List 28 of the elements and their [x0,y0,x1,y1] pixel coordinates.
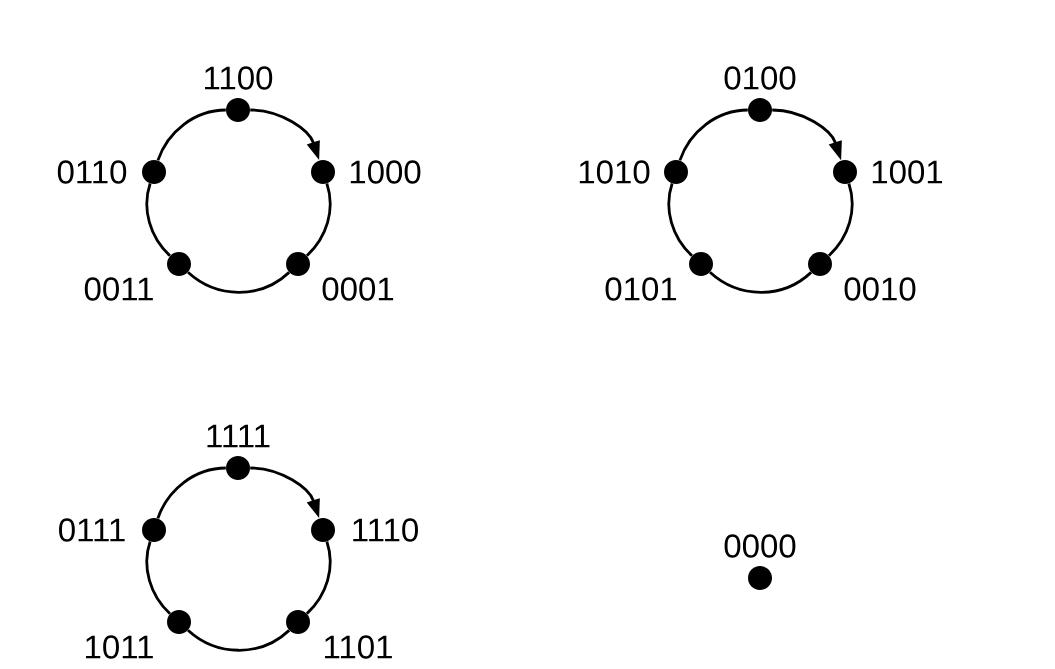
state-label: 0100 [724,66,796,90]
state-label: 1000 [350,160,421,184]
state-label: 0010 [844,277,916,301]
state-label: 1101 [325,635,392,659]
ring-arc [667,183,693,257]
ring-arc [145,541,171,615]
state-label: 0000 [724,534,796,558]
state-label: 1110 [353,518,418,542]
ring-arc [678,108,748,161]
state-label: 0110 [57,160,127,184]
ring-arc [305,541,332,615]
ring-arc [709,271,813,294]
ring-arc [156,108,226,161]
ring-arc [187,629,291,652]
state-label: 0101 [605,277,677,301]
ring-arc [827,183,854,257]
state-label: 1010 [579,160,650,184]
state-label: 1100 [205,66,273,90]
state-label: 0001 [322,277,394,301]
state-label: 1001 [872,160,943,184]
state-label: 1011 [86,635,153,659]
ring-arc [187,271,291,294]
ring-arc [305,183,332,257]
state-label: 0111 [59,518,125,542]
state-label: 0011 [84,277,153,301]
ring-arc [156,466,226,519]
state-label: 1111 [207,424,270,448]
ring-arc [145,183,171,257]
